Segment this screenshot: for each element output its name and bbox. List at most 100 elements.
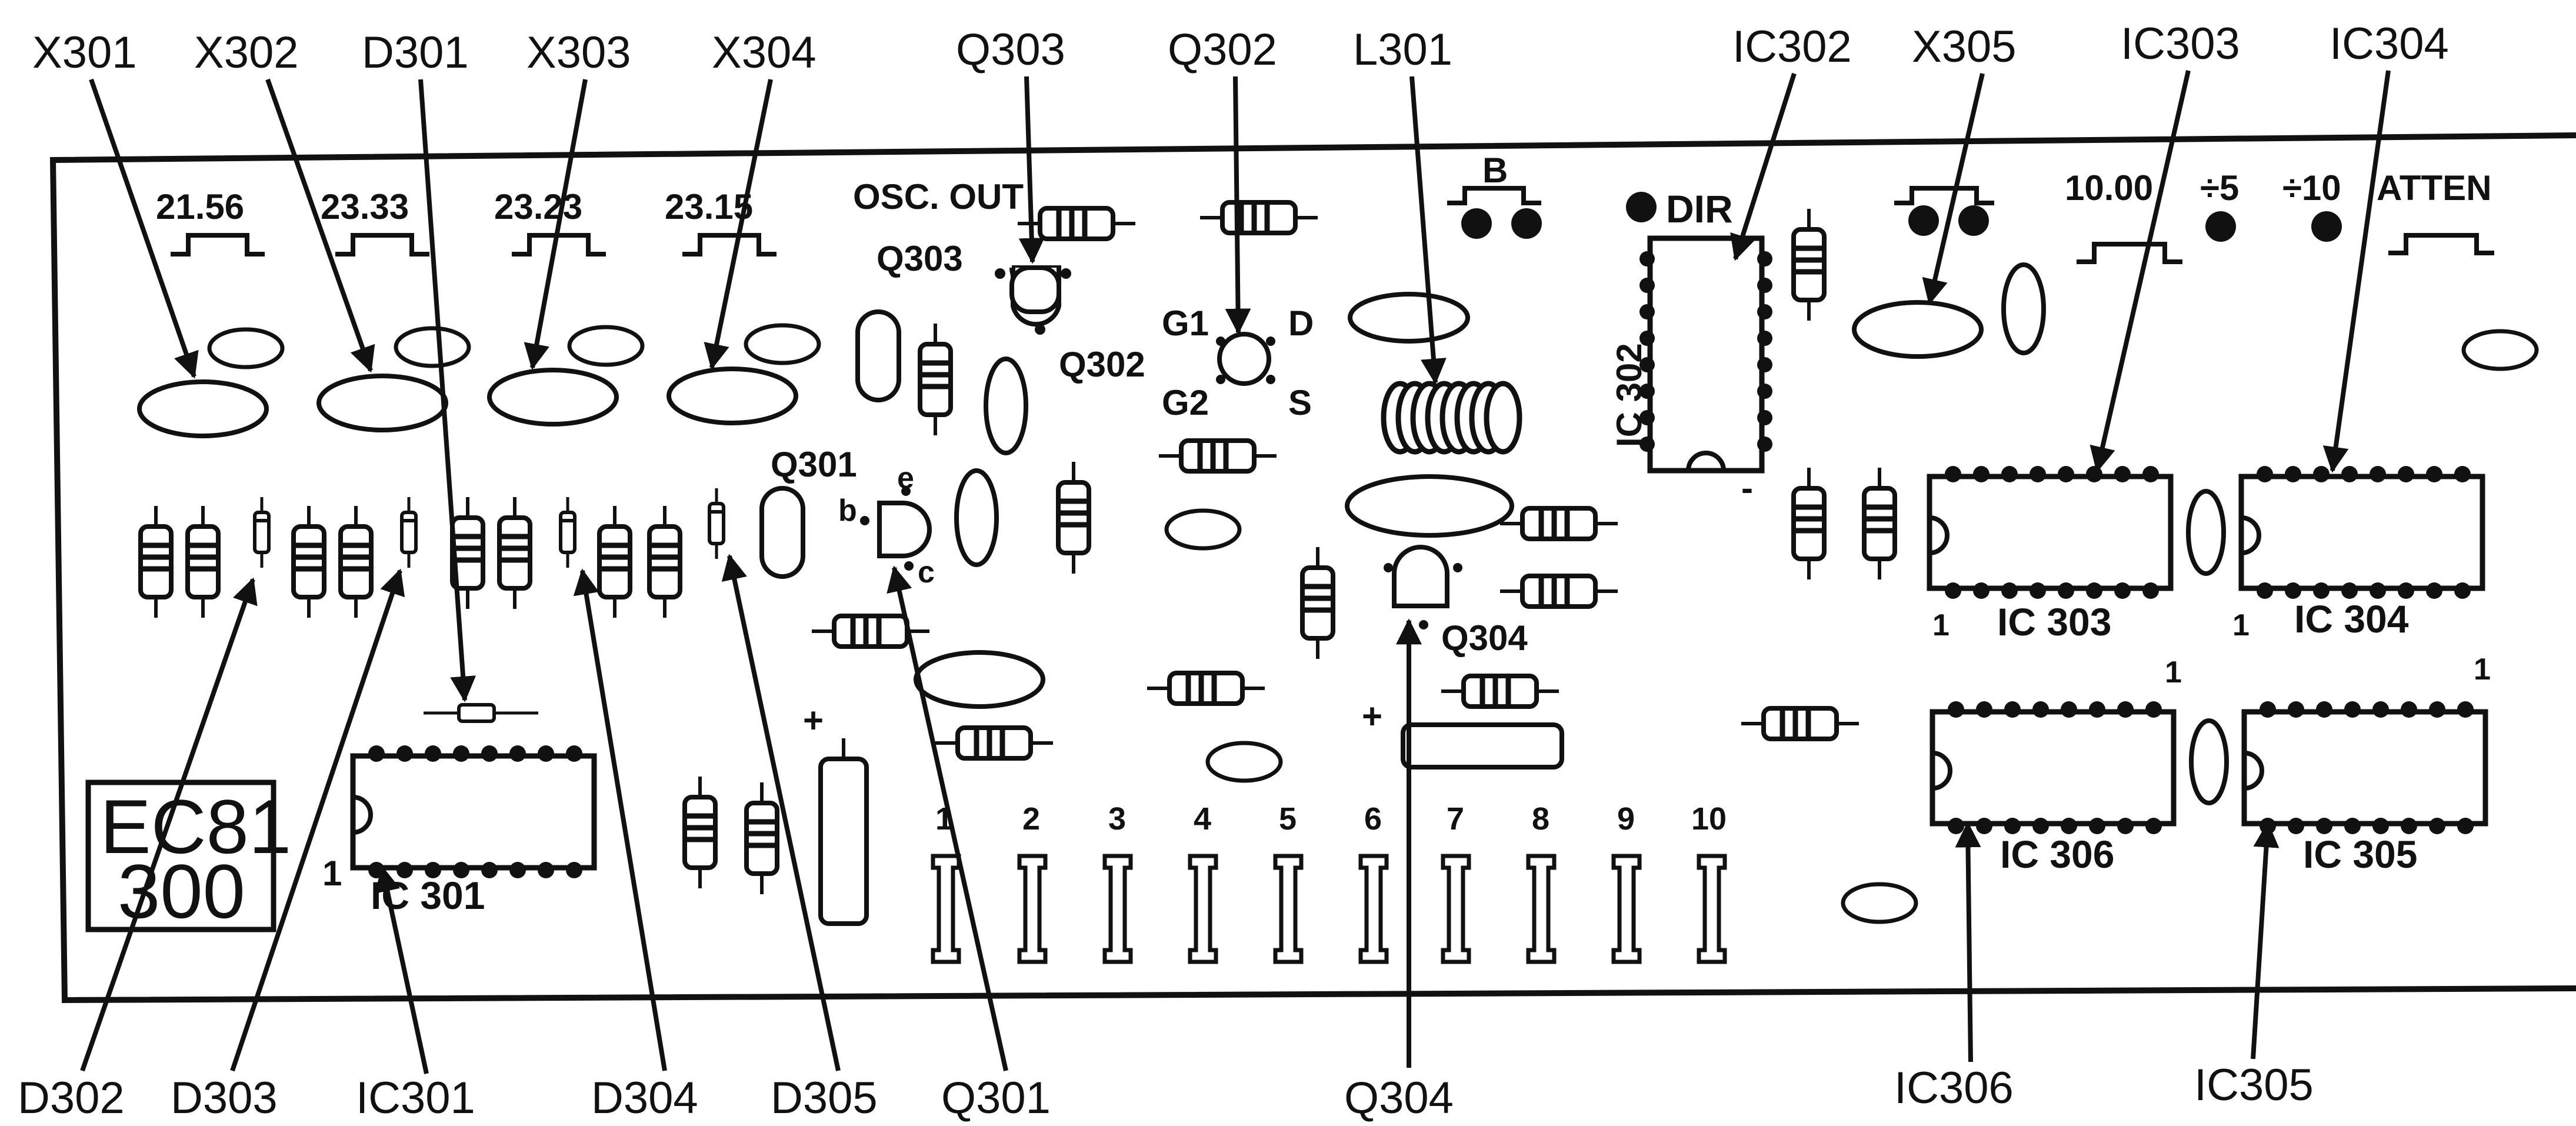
coil-l301 bbox=[1345, 292, 1522, 538]
ic304-pin1: 1 bbox=[2232, 608, 2250, 642]
terminal-label-9: 9 bbox=[1617, 801, 1635, 837]
x305-area bbox=[1854, 186, 2046, 357]
ic305-pin1: 1 bbox=[2474, 652, 2491, 687]
atten-label: ATTEN bbox=[2377, 168, 2492, 208]
terminal-label-4: 4 bbox=[1194, 801, 1211, 837]
resistor-r-b bbox=[1864, 468, 1895, 579]
q302-d: D bbox=[1288, 304, 1314, 343]
callout-d301: D301 bbox=[362, 28, 469, 78]
trimmer-pads bbox=[171, 233, 777, 256]
ic305-package bbox=[2244, 701, 2485, 834]
callout-d305: D305 bbox=[771, 1073, 878, 1123]
b-pads bbox=[1447, 186, 1542, 239]
electrolytic-cap-right: + bbox=[1362, 697, 1564, 769]
diode-d301 bbox=[424, 703, 538, 723]
callout-ic303: IC303 bbox=[2121, 19, 2240, 69]
q302-g2: G2 bbox=[1162, 383, 1209, 422]
resistor-q304-a bbox=[1500, 508, 1618, 539]
callout-q304: Q304 bbox=[1344, 1073, 1454, 1123]
terminal-label-5: 5 bbox=[1279, 801, 1297, 837]
resistor-lower-2 bbox=[747, 782, 777, 894]
transistor-q303 bbox=[995, 265, 1071, 335]
electrolytic-cap-left: + bbox=[803, 701, 869, 926]
freq-label-2: 23.33 bbox=[321, 187, 409, 226]
board-id-stamp: EC81 300 bbox=[85, 779, 291, 934]
callout-ic305: IC305 bbox=[2194, 1060, 2314, 1110]
terminal-label-2: 2 bbox=[1022, 801, 1040, 837]
div5-label: ÷5 bbox=[2200, 168, 2239, 208]
ic301-pin1: 1 bbox=[322, 854, 342, 893]
ic306-305-cap bbox=[2189, 718, 2229, 805]
q301-pin-c: c bbox=[918, 555, 935, 589]
callout-ic304: IC304 bbox=[2330, 19, 2449, 69]
callout-d304: D304 bbox=[591, 1073, 698, 1123]
resistor-lower-1 bbox=[685, 777, 715, 888]
resistor-bank-left bbox=[141, 488, 724, 618]
dir-label: DIR bbox=[1666, 187, 1733, 231]
ic303-304-cap bbox=[2186, 489, 2226, 576]
q301-silk-label: Q301 bbox=[771, 445, 857, 484]
terminal-label-3: 3 bbox=[1108, 801, 1126, 837]
ic304-silk-label: IC 304 bbox=[2294, 597, 2409, 641]
dir-dot bbox=[1626, 192, 1657, 222]
ic301-package bbox=[353, 745, 594, 878]
transistor-q304 bbox=[1384, 545, 1462, 629]
q301-pin-e: e bbox=[897, 461, 914, 495]
callout-x301: X301 bbox=[32, 28, 137, 78]
leader-lines bbox=[80, 70, 2391, 1074]
div10-label: ÷10 bbox=[2282, 168, 2341, 208]
callout-q301: Q301 bbox=[941, 1073, 1051, 1123]
ic302-package bbox=[1639, 235, 1772, 474]
resistor-q304-b bbox=[1500, 576, 1618, 607]
mid-components bbox=[759, 202, 1318, 783]
osc-out-label: OSC. OUT bbox=[853, 177, 1024, 216]
callout-d302: D302 bbox=[18, 1073, 125, 1123]
ic306-silk-label: IC 306 bbox=[2000, 832, 2114, 876]
callout-x304: X304 bbox=[712, 28, 817, 78]
terminal-label-10: 10 bbox=[1691, 801, 1727, 837]
freq-label-4: 23.15 bbox=[665, 187, 753, 226]
range-selector bbox=[2077, 211, 2539, 371]
b-label: B bbox=[1482, 151, 1508, 190]
callout-ic306: IC306 bbox=[1894, 1063, 2014, 1113]
callout-x303: X303 bbox=[526, 28, 631, 78]
freq-label-3: 23.23 bbox=[494, 187, 582, 226]
board-outline bbox=[49, 132, 2576, 1004]
terminal-label-8: 8 bbox=[1532, 801, 1549, 837]
resistor-ic302-side bbox=[1794, 209, 1824, 321]
terminal-strip bbox=[933, 856, 1725, 962]
q302-s: S bbox=[1288, 383, 1312, 422]
q303-silk-label: Q303 bbox=[877, 239, 963, 278]
ic305-silk-label: IC 305 bbox=[2303, 832, 2417, 876]
pad-oval-lower-right bbox=[1841, 882, 1918, 924]
callout-d303: D303 bbox=[171, 1073, 278, 1123]
resistor-q304-side bbox=[1302, 547, 1333, 659]
ic302-minus: - bbox=[1741, 468, 1753, 508]
terminal-label-6: 6 bbox=[1364, 801, 1382, 837]
resistor-q304-c bbox=[1441, 676, 1559, 707]
callout-l301: L301 bbox=[1353, 25, 1452, 75]
ic303-silk-label: IC 303 bbox=[1997, 600, 2111, 644]
board-id-line2: 300 bbox=[118, 848, 245, 934]
callout-q302: Q302 bbox=[1168, 25, 1277, 75]
q302-silk-label: Q302 bbox=[1059, 345, 1145, 384]
ic303-pin1: 1 bbox=[1932, 608, 1950, 642]
resistor-r-c bbox=[1741, 708, 1859, 739]
ic302-silk-label: IC 302 bbox=[1609, 343, 1649, 447]
q304-silk-label: Q304 bbox=[1441, 618, 1528, 658]
callout-x305: X305 bbox=[1912, 22, 2017, 72]
callout-q303: Q303 bbox=[956, 25, 1065, 75]
q302-g1: G1 bbox=[1162, 304, 1209, 343]
freq-label-1: 21.56 bbox=[156, 187, 244, 226]
callout-ic301: IC301 bbox=[356, 1073, 475, 1123]
cap-plus-left: + bbox=[803, 701, 824, 740]
cap-plus-right: + bbox=[1362, 697, 1382, 736]
resistor-r-a bbox=[1794, 468, 1824, 579]
board-id-line1: EC81 bbox=[100, 784, 291, 870]
ic306-pin1: 1 bbox=[2165, 655, 2182, 689]
ic306-package bbox=[1932, 701, 2174, 834]
ic304-package bbox=[2241, 466, 2482, 599]
callout-x302: X302 bbox=[194, 28, 299, 78]
transistor-q301 bbox=[860, 487, 932, 571]
